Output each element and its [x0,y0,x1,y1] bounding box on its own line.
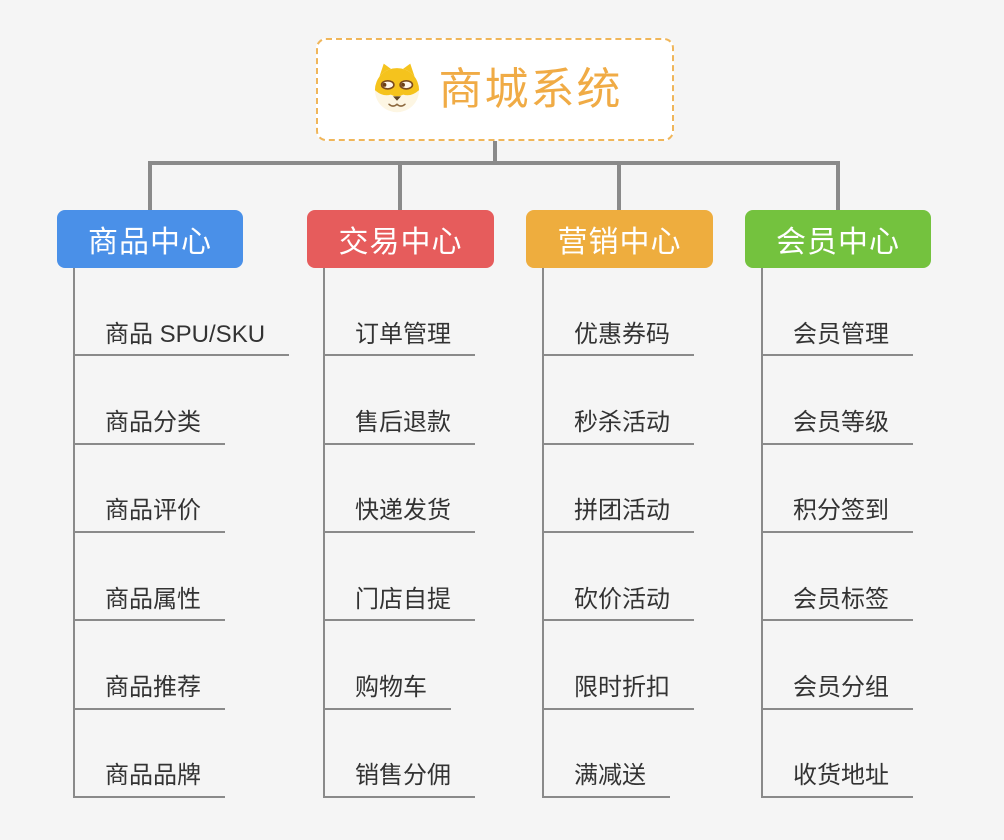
topic-item[interactable]: 秒杀活动 [544,409,694,445]
connector-root-stub [493,141,497,163]
branch-node-product-center[interactable]: 商品中心 [57,210,243,268]
topic-item[interactable]: 快递发货 [325,497,475,533]
branch-item-list-trade: 订单管理 售后退款 快递发货 门店自提 购物车 销售分佣 [323,268,475,798]
branch-node-trade-center[interactable]: 交易中心 [307,210,494,268]
connector-drop-members [836,161,840,210]
topic-item[interactable]: 会员分组 [763,674,913,710]
topic-item[interactable]: 门店自提 [325,586,475,622]
topic-item[interactable]: 满减送 [544,762,670,798]
branch-node-marketing-center[interactable]: 营销中心 [526,210,713,268]
connector-drop-trade [398,161,402,210]
dog-face-icon [368,61,426,119]
topic-item[interactable]: 商品分类 [75,409,225,445]
topic-item[interactable]: 购物车 [325,674,451,710]
connector-drop-products [148,161,152,210]
topic-item[interactable]: 会员等级 [763,409,913,445]
branch-label: 会员中心 [776,226,900,259]
root-title: 商城系统 [438,64,623,114]
connector-horizontal [148,161,840,165]
topic-item[interactable]: 砍价活动 [544,586,694,622]
branch-item-list-marketing: 优惠券码 秒杀活动 拼团活动 砍价活动 限时折扣 满减送 [542,268,694,798]
topic-item[interactable]: 收货地址 [763,762,913,798]
topic-item[interactable]: 会员管理 [763,321,913,357]
topic-item[interactable]: 商品评价 [75,497,225,533]
topic-item[interactable]: 销售分佣 [325,762,475,798]
branch-label: 营销中心 [557,226,682,259]
topic-item[interactable]: 优惠券码 [544,321,694,357]
topic-item[interactable]: 订单管理 [325,321,475,357]
topic-item[interactable]: 拼团活动 [544,497,694,533]
branch-item-list-members: 会员管理 会员等级 积分签到 会员标签 会员分组 收货地址 [761,268,913,798]
topic-item[interactable]: 限时折扣 [544,674,694,710]
connector-drop-marketing [617,161,621,210]
branch-item-list-products: 商品 SPU/SKU 商品分类 商品评价 商品属性 商品推荐 商品品牌 [73,268,290,798]
topic-item[interactable]: 商品属性 [75,586,225,622]
root-node-mall-system[interactable]: 商城系统 [316,38,674,141]
topic-item[interactable]: 会员标签 [763,586,913,622]
topic-item[interactable]: 商品推荐 [75,674,225,710]
branch-label: 商品中心 [88,226,212,259]
branch-node-member-center[interactable]: 会员中心 [745,210,931,268]
topic-item[interactable]: 积分签到 [763,497,913,533]
branch-label: 交易中心 [338,226,463,259]
topic-item[interactable]: 商品品牌 [75,762,225,798]
topic-item[interactable]: 售后退款 [325,409,475,445]
topic-item[interactable]: 商品 SPU/SKU [75,321,290,357]
